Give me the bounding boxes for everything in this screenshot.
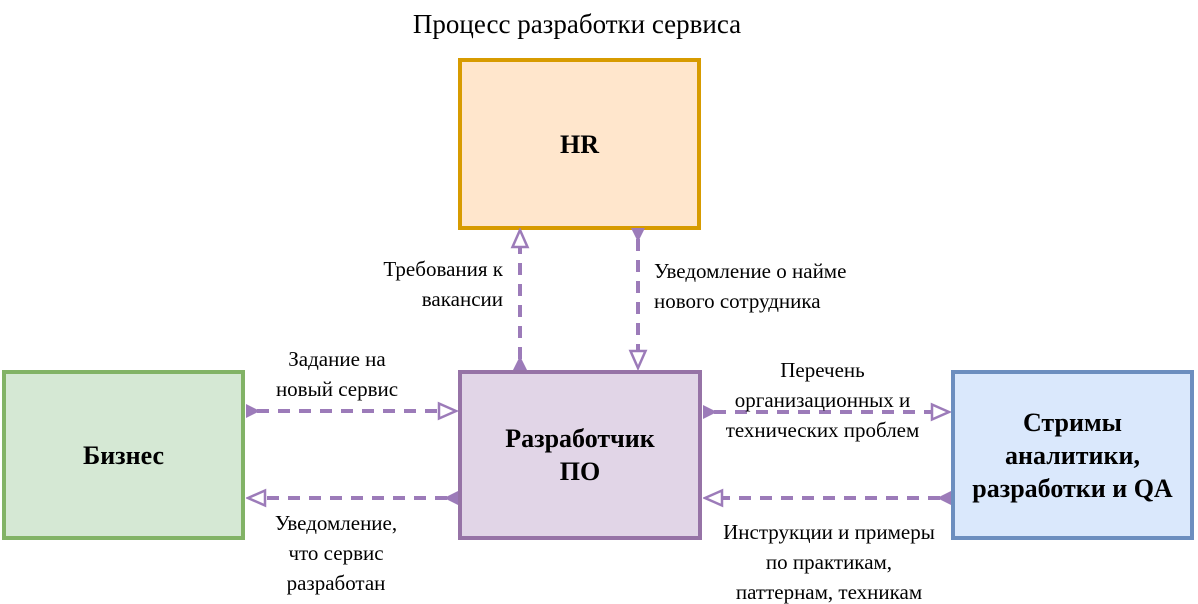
arrow-flare-icon <box>444 491 458 505</box>
node-hr-label: HR <box>560 129 599 159</box>
node-streams-label: Стримы аналитики, разработки и QA <box>972 407 1173 503</box>
arrow-flare-icon <box>513 356 527 370</box>
arrow-hr-to-developer <box>628 228 648 370</box>
arrowhead-open-icon <box>246 488 267 508</box>
node-streams: Стримы аналитики, разработки и QA <box>951 370 1194 540</box>
edge-label-vacancy-requirements: Требования к вакансии <box>383 257 503 311</box>
node-developer-label: Разработчик ПО <box>505 424 655 486</box>
arrowhead-open-icon <box>437 401 458 421</box>
arrow-flare-icon <box>631 228 645 242</box>
edge-label-hire-notification: Уведомление о найме нового сотрудника <box>654 259 847 313</box>
arrow-developer-to-streams <box>703 402 951 422</box>
edge-label-instructions-examples: Инструкции и примеры по практикам, патте… <box>723 520 935 604</box>
edge-label-problems-list: Перечень организационных и технических п… <box>725 358 920 442</box>
arrow-business-to-developer <box>246 401 458 421</box>
arrowhead-open-icon <box>628 349 648 370</box>
edge-label-service-developed-notification: Уведомление, что сервис разработан <box>274 511 398 595</box>
node-developer: Разработчик ПО <box>458 370 702 540</box>
diagram-title: Процесс разработки сервиса <box>412 9 742 39</box>
arrowhead-open-icon <box>510 228 530 249</box>
node-business-label: Бизнес <box>83 440 164 470</box>
arrow-flare-icon <box>937 491 951 505</box>
arrow-streams-to-developer <box>703 488 951 508</box>
edge-label-new-service-task: Задание на новый сервис <box>275 347 399 401</box>
arrow-developer-to-hr <box>510 228 530 370</box>
arrow-developer-to-business <box>246 488 458 508</box>
arrow-flare-icon <box>703 405 717 419</box>
arrowhead-open-icon <box>930 402 951 422</box>
node-business: Бизнес <box>2 370 245 540</box>
arrow-flare-icon <box>246 404 260 418</box>
arrowhead-open-icon <box>703 488 724 508</box>
node-hr: HR <box>458 58 701 230</box>
